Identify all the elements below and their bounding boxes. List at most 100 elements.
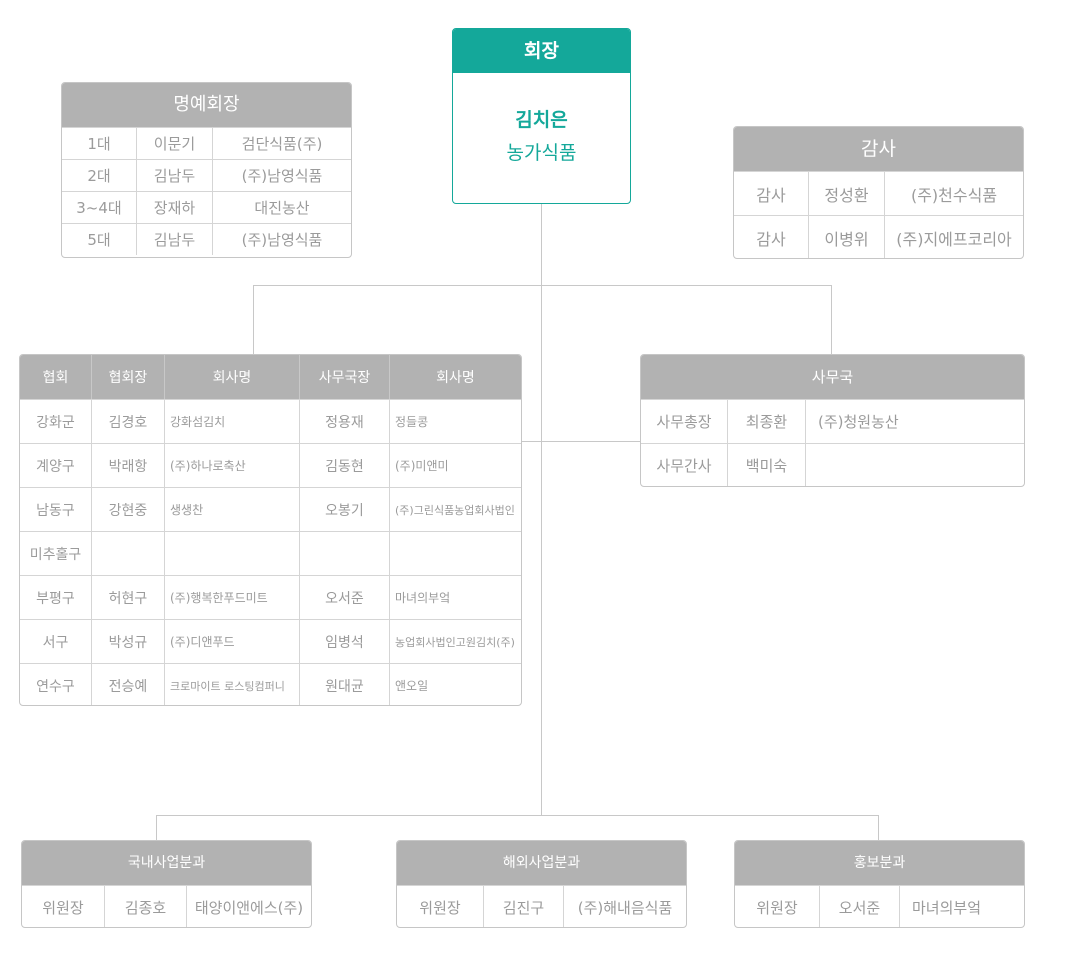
overseas-business-committee: 해외사업분과 위원장 김진구 (주)해내음식품 [396,840,687,928]
role-cell: 감사 [756,185,786,205]
table-row: 3~4대 장재하 대진농산 [62,191,351,223]
association-cell: 서구 [42,634,69,651]
company-cell [805,444,1024,486]
assoc-link-line [522,441,640,442]
head-name-cell: 김경호 [91,400,164,443]
name-cell: 장재하 [136,192,212,223]
company-cell: (주)청원농산 [805,400,1024,443]
company-cell: 검단식품(주) [212,128,351,159]
company-cell-2: 정들콩 [389,400,521,443]
company-cell-2 [389,532,521,575]
secretary-name-cell: 원대균 [299,664,389,705]
table-row: 사무간사 백미숙 [641,443,1024,486]
association-cell: 강화군 [36,414,75,431]
header-company: 회사명 [164,355,299,399]
role-cell: 감사 [756,229,786,249]
head-name-cell: 박성규 [91,620,164,663]
term-cell: 3~4대 [76,199,122,217]
table-header-row: 협회 협회장 회사명 사무국장 회사명 [20,355,521,399]
secretary-name-cell: 정용재 [299,400,389,443]
committee-title: 홍보분과 [735,841,1024,885]
header-association-head: 협회장 [91,355,164,399]
honorary-chairman-table: 명예회장 1대 이문기 검단식품(주) 2대 김남두 (주)남영식품 3~4대 … [61,82,352,258]
trunk-line [541,204,542,816]
company-cell-2: 마녀의부엌 [389,576,521,619]
chairman-box: 회장 김치은 농가식품 [452,28,631,204]
header-secretary-general: 사무국장 [299,355,389,399]
audit-title: 감사 [734,127,1023,171]
associations-table: 협회 협회장 회사명 사무국장 회사명 강화군 김경호 강화섬김치 정용재 정들… [19,354,522,706]
name-cell: 김진구 [483,886,563,927]
table-row: 부평구 허현구 (주)행복한푸드미트 오서준 마녀의부엌 [20,575,521,619]
company-cell [164,532,299,575]
name-cell: 최종환 [727,400,805,443]
association-cell: 부평구 [36,590,75,607]
honorary-title: 명예회장 [62,83,351,127]
table-row: 위원장 김진구 (주)해내음식품 [397,885,686,927]
table-row: 2대 김남두 (주)남영식품 [62,159,351,191]
secretary-name-cell: 오봉기 [299,488,389,531]
promo-drop-line [878,815,879,840]
table-row: 감사 이병위 (주)지에프코리아 [734,215,1023,258]
secretary-name-cell: 임병석 [299,620,389,663]
lower-branch-line [156,815,879,816]
table-row: 서구 박성규 (주)디앤푸드 임병석 농업회사법인고원김치(주) [20,619,521,663]
name-cell: 이병위 [808,216,884,258]
table-row: 위원장 오서준 마녀의부엌 [735,885,1024,927]
table-row: 미추홀구 [20,531,521,575]
header-association: 협회 [42,370,69,386]
company-cell: 대진농산 [212,192,351,223]
term-cell: 1대 [87,135,111,153]
audit-table: 감사 감사 정성환 (주)천수식품 감사 이병위 (주)지에프코리아 [733,126,1024,259]
name-cell: 백미숙 [727,444,805,486]
head-name-cell: 허현구 [91,576,164,619]
table-row: 남동구 강현중 생생찬 오봉기 (주)그린식품농업회사법인 [20,487,521,531]
domestic-drop-line [156,815,157,840]
role-cell: 위원장 [42,899,84,917]
role-cell: 사무간사 [656,457,712,475]
association-cell: 연수구 [36,678,75,695]
company-cell: 태양이앤에스(주) [186,886,311,927]
secretariat-title: 사무국 [641,355,1024,399]
company-cell: (주)디앤푸드 [164,620,299,663]
table-row: 위원장 김종호 태양이앤에스(주) [22,885,311,927]
name-cell: 정성환 [808,172,884,215]
name-cell: 오서준 [819,886,899,927]
company-cell: 크로마이트 로스팅컴퍼니 [164,664,299,705]
table-row: 강화군 김경호 강화섬김치 정용재 정들콩 [20,399,521,443]
term-cell: 5대 [87,231,111,249]
table-row: 사무총장 최종환 (주)청원농산 [641,399,1024,443]
table-row: 감사 정성환 (주)천수식품 [734,171,1023,215]
company-cell: (주)해내음식품 [563,886,686,927]
name-cell: 이문기 [136,128,212,159]
name-cell: 김종호 [104,886,186,927]
name-cell: 김남두 [136,160,212,191]
promotion-committee: 홍보분과 위원장 오서준 마녀의부엌 [734,840,1025,928]
company-cell: (주)남영식품 [212,224,351,255]
company-cell: 마녀의부엌 [899,886,1024,927]
head-name-cell [91,532,164,575]
chairman-title: 회장 [453,29,630,73]
term-cell: 2대 [87,167,111,185]
upper-branch-line [253,285,832,286]
company-cell-2: (주)그린식품농업회사법인 [389,488,521,531]
secretariat-table: 사무국 사무총장 최종환 (주)청원농산 사무간사 백미숙 [640,354,1025,487]
role-cell: 사무총장 [656,413,712,431]
association-cell: 남동구 [36,502,75,519]
secretariat-drop-line [831,285,832,354]
table-row: 1대 이문기 검단식품(주) [62,127,351,159]
company-cell: 생생찬 [164,488,299,531]
company-cell: (주)지에프코리아 [884,216,1023,258]
association-cell: 미추홀구 [29,546,82,563]
secretary-name-cell: 김동현 [299,444,389,487]
company-cell: (주)천수식품 [884,172,1023,215]
header-company-2: 회사명 [389,355,521,399]
company-cell-2: (주)미앤미 [389,444,521,487]
table-row: 5대 김남두 (주)남영식품 [62,223,351,255]
chairman-name: 김치은 [515,109,568,131]
committee-title: 해외사업분과 [397,841,686,885]
company-cell: 강화섬김치 [164,400,299,443]
assoc-drop-line [253,285,254,354]
table-row: 연수구 전승예 크로마이트 로스팅컴퍼니 원대균 앤오일 [20,663,521,705]
table-row: 계양구 박래항 (주)하나로축산 김동현 (주)미앤미 [20,443,521,487]
